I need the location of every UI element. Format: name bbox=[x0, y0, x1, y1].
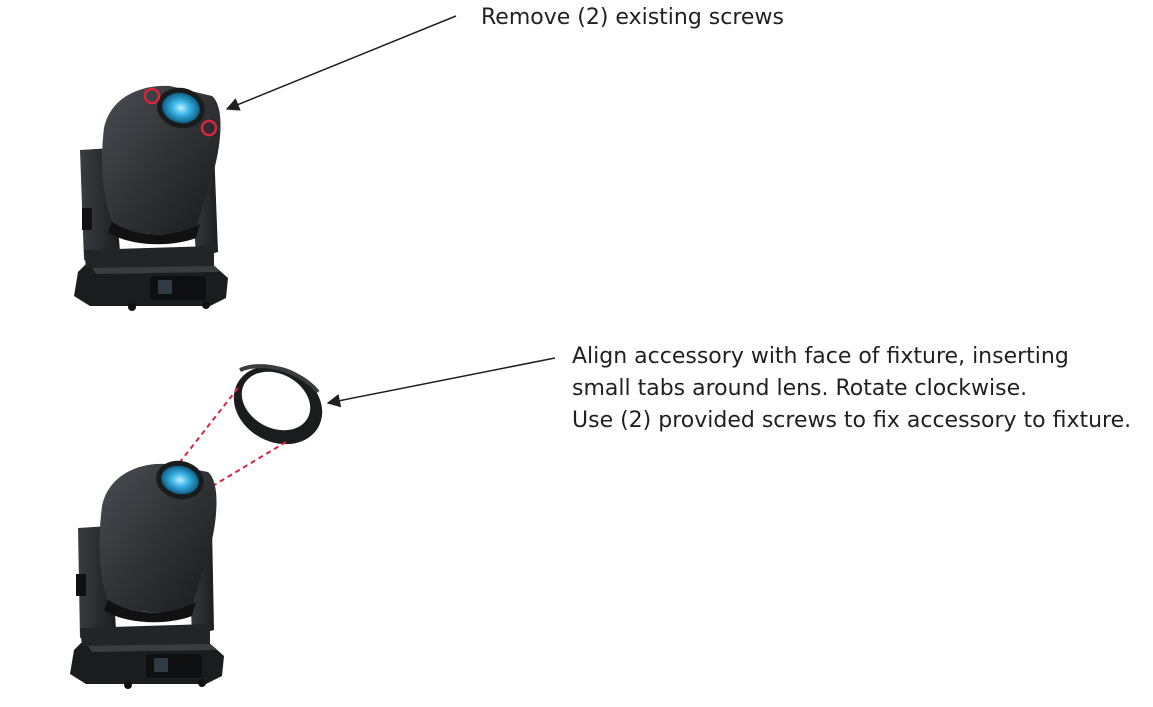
instruction-line: small tabs around lens. Rotate clockwise… bbox=[572, 376, 1028, 401]
moving-head-fixture-bottom bbox=[70, 460, 224, 689]
callout-arrow-1 bbox=[225, 15, 457, 111]
step-install-accessory-text: Align accessory with face of fixture, in… bbox=[572, 341, 1131, 437]
alignment-guide-line bbox=[179, 387, 239, 463]
moving-head-fixture-top bbox=[74, 85, 228, 311]
accessory-ring bbox=[233, 364, 323, 445]
step-remove-screws-text: Remove (2) existing screws bbox=[481, 5, 784, 30]
callout-arrow-2 bbox=[326, 357, 556, 408]
screw-marker bbox=[143, 87, 161, 105]
alignment-guide-line bbox=[205, 441, 287, 491]
screw-marker bbox=[200, 119, 218, 137]
instruction-line: Use (2) provided screws to fix accessory… bbox=[572, 408, 1132, 433]
instruction-line: Align accessory with face of fixture, in… bbox=[572, 344, 1069, 369]
